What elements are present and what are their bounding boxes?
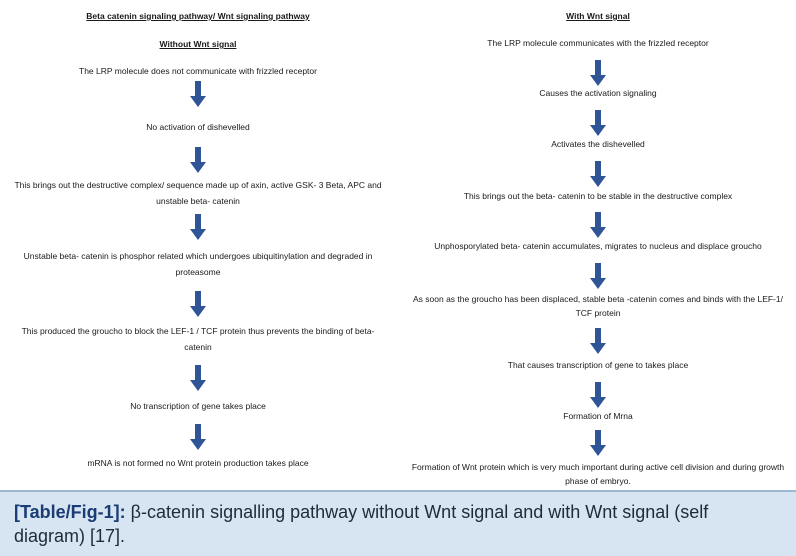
- down-arrow-icon: [590, 430, 606, 456]
- down-arrow-icon: [590, 60, 606, 86]
- caption-text: [Table/Fig-1]: β-catenin signalling path…: [14, 500, 784, 548]
- figure-caption: [Table/Fig-1]: β-catenin signalling path…: [0, 492, 796, 556]
- left-step-7: mRNA is not formed no Wnt protein produc…: [87, 458, 309, 468]
- right-step-3: Activates the dishevelled: [551, 139, 645, 149]
- right-step-5: Unphosporylated beta- catenin accumulate…: [434, 241, 762, 251]
- right-step-6-line-2: TCF protein: [575, 308, 621, 318]
- down-arrow-icon: [190, 291, 206, 317]
- right-step-2: Causes the activation signaling: [539, 88, 657, 98]
- left-step-3-line-2: unstable beta- catenin: [156, 196, 240, 206]
- main-title: Beta catenin signaling pathway/ Wnt sign…: [86, 11, 310, 21]
- left-step-5-line-2: catenin: [184, 342, 212, 352]
- down-arrow-icon: [190, 147, 206, 173]
- right-step-8: Formation of Mrna: [563, 411, 633, 421]
- down-arrow-icon: [190, 214, 206, 240]
- down-arrow-icon: [590, 212, 606, 238]
- right-step-6-line-1: As soon as the groucho has been displace…: [413, 294, 783, 304]
- right-step-1: The LRP molecule communicates with the f…: [487, 38, 709, 48]
- caption-label: [Table/Fig-1]:: [14, 502, 126, 522]
- right-step-4: This brings out the beta- catenin to be …: [463, 191, 733, 201]
- down-arrow-icon: [190, 81, 206, 107]
- left-step-4-line-1: Unstable beta- catenin is phosphor relat…: [23, 251, 373, 261]
- left-step-1: The LRP molecule does not communicate wi…: [79, 66, 317, 76]
- left-step-2: No activation of dishevelled: [146, 122, 250, 132]
- right-title: With Wnt signal: [566, 11, 630, 21]
- down-arrow-icon: [190, 424, 206, 450]
- left-step-3-line-1: This brings out the destructive complex/…: [14, 180, 382, 190]
- left-subtitle: Without Wnt signal: [159, 39, 237, 49]
- caption-body: β-catenin signalling pathway without Wnt…: [14, 502, 709, 546]
- left-step-6: No transcription of gene takes place: [130, 401, 266, 411]
- diagram-panel: Beta catenin signaling pathway/ Wnt sign…: [0, 0, 796, 492]
- down-arrow-icon: [590, 328, 606, 354]
- down-arrow-icon: [590, 263, 606, 289]
- right-step-9-line-2: phase of embryo.: [565, 476, 631, 486]
- right-step-9-line-1: Formation of Wnt protein which is very m…: [411, 462, 785, 472]
- left-step-5-line-1: This produced the groucho to block the L…: [21, 326, 375, 336]
- down-arrow-icon: [590, 161, 606, 187]
- right-step-7: That causes transcription of gene to tak…: [507, 360, 689, 370]
- down-arrow-icon: [190, 365, 206, 391]
- down-arrow-icon: [590, 382, 606, 408]
- down-arrow-icon: [590, 110, 606, 136]
- left-step-4-line-2: proteasome: [175, 267, 221, 277]
